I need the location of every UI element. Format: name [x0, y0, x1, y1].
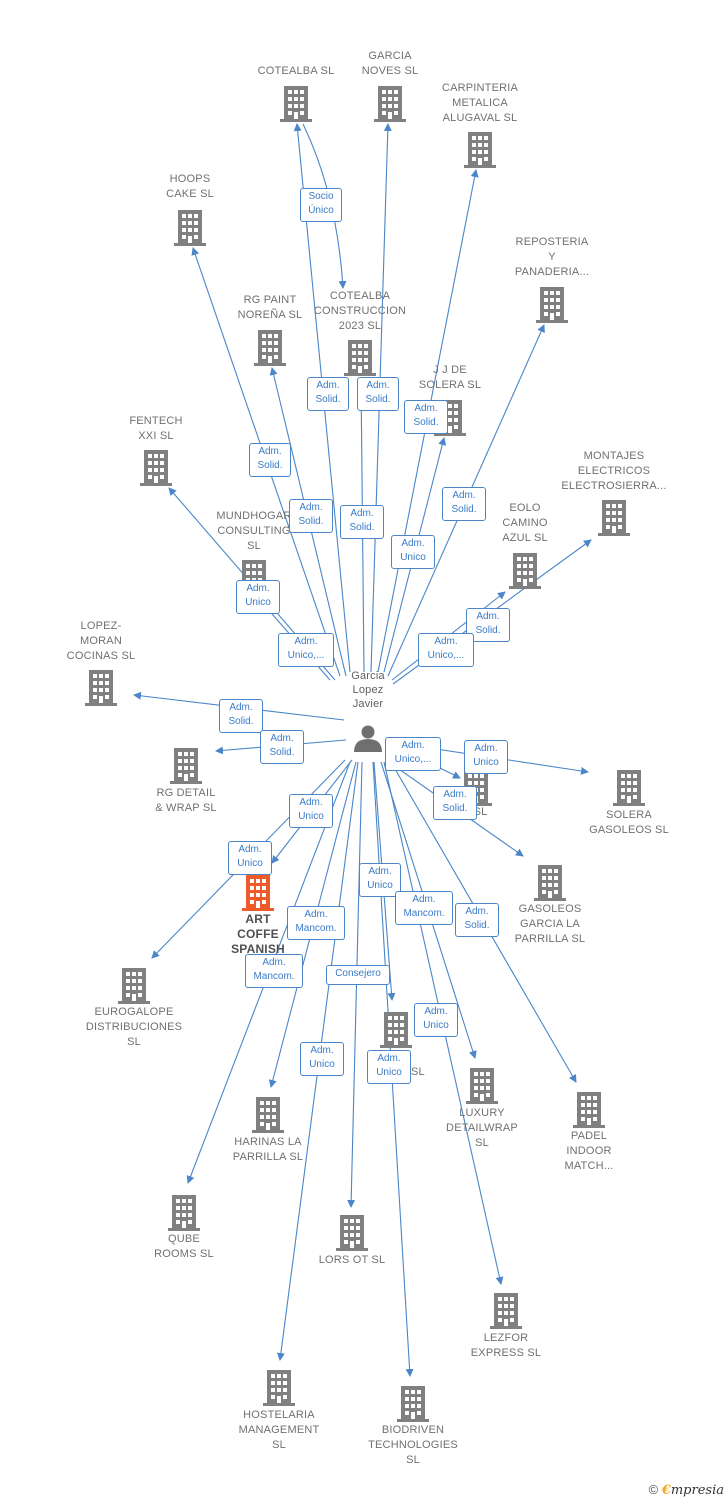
building-icon[interactable] — [397, 1386, 429, 1422]
copyright-symbol: © — [648, 1482, 659, 1497]
relation-label[interactable]: Adm. Unico — [391, 535, 435, 569]
building-icon[interactable] — [263, 1370, 295, 1406]
building-icon[interactable] — [118, 968, 150, 1004]
building-icon[interactable] — [344, 340, 376, 376]
node-label-solera-gasoleos[interactable]: SOLERA GASOLEOS SL — [589, 809, 669, 836]
relation-label[interactable]: Adm. Unico — [367, 1050, 411, 1084]
node-label-gasoleos-parrilla[interactable]: GASOLEOS GARCIA LA PARRILLA SL — [514, 903, 586, 945]
relation-label[interactable]: Adm. Solid. — [289, 499, 333, 533]
node-label-qube[interactable]: QUBE ROOMS SL — [154, 1233, 214, 1260]
node-label-jj-solera[interactable]: J J DE SOLERA SL — [418, 364, 482, 391]
node-label-cotealba2023[interactable]: COTEALBA CONSTRUCCION 2023 SL — [313, 290, 407, 332]
building-icon[interactable] — [254, 330, 286, 366]
building-icon[interactable] — [536, 287, 568, 323]
relation-label[interactable]: Adm. Unico — [359, 863, 401, 897]
relation-label[interactable]: Adm. Solid. — [249, 443, 291, 477]
relation-label[interactable]: Consejero — [326, 965, 390, 985]
building-icon[interactable] — [252, 1097, 284, 1133]
building-icon[interactable] — [374, 86, 406, 122]
node-label-mundhogar[interactable]: MUNDHOGAR CONSULTING SL — [216, 510, 292, 552]
relation-label[interactable]: Adm. Unico — [464, 740, 508, 774]
relation-label[interactable]: Adm. Solid. — [307, 377, 349, 411]
node-label-biodriven[interactable]: BIODRIVEN TECHNOLOGIES SL — [368, 1424, 458, 1466]
relation-label[interactable]: Adm. Unico — [236, 580, 280, 614]
building-icon[interactable] — [174, 210, 206, 246]
building-icon[interactable] — [613, 770, 645, 806]
footer: © €mpresia — [649, 1482, 724, 1498]
building-icon[interactable] — [509, 553, 541, 589]
building-icon[interactable] — [168, 1195, 200, 1231]
icons — [85, 86, 645, 1422]
node-label-carpinteria[interactable]: CARPINTERIA METALICA ALUGAVAL SL — [441, 82, 519, 124]
node-label-art-coffe[interactable]: ART COFFE SPANISH — [231, 912, 285, 956]
node-label-montajes[interactable]: MONTAJES ELECTRICOS ELECTROSIERRA... — [561, 450, 667, 492]
relation-label[interactable]: Adm. Solid. — [340, 505, 384, 539]
building-icon[interactable] — [170, 748, 202, 784]
relation-label[interactable]: Adm. Mancom. — [395, 891, 453, 925]
building-icon[interactable] — [280, 86, 312, 122]
node-label-eurogalope[interactable]: EUROGALOPE DISTRIBUCIONES SL — [85, 1006, 183, 1048]
relation-label[interactable]: Adm. Mancom. — [287, 906, 345, 940]
node-label-reposteria[interactable]: REPOSTERIA Y PANADERIA... — [514, 236, 590, 278]
building-icon[interactable] — [140, 450, 172, 486]
node-label-lopez-moran[interactable]: LOPEZ- MORAN COCINAS SL — [66, 620, 136, 662]
relation-label[interactable]: Adm. Solid. — [455, 903, 499, 937]
relation-label[interactable]: Adm. Solid. — [433, 786, 477, 820]
relation-label[interactable]: Adm. Unico — [300, 1042, 344, 1076]
relation-label[interactable]: Adm. Unico,... — [418, 633, 474, 667]
relation-label[interactable]: Adm. Mancom. — [245, 954, 303, 988]
building-icon[interactable] — [85, 670, 117, 706]
node-label-lezfor[interactable]: LEZFOR EXPRESS SL — [470, 1332, 542, 1359]
node-label-luxury[interactable]: LUXURY DETAILWRAP SL — [446, 1107, 518, 1149]
relation-label[interactable]: Adm. Unico — [414, 1003, 458, 1037]
building-icon[interactable] — [573, 1092, 605, 1128]
building-icon[interactable] — [490, 1293, 522, 1329]
node-label-eolo[interactable]: EOLO CAMINO AZUL SL — [502, 502, 548, 544]
person-icon[interactable] — [354, 725, 382, 753]
node-label-hostelaria[interactable]: HOSTELARIA MANAGEMENT SL — [238, 1409, 320, 1451]
node-label-cotealba[interactable]: COTEALBA SL — [257, 65, 335, 77]
relation-label[interactable]: Adm. Solid. — [442, 487, 486, 521]
relation-label[interactable]: Adm. Unico — [228, 841, 272, 875]
node-label-lors[interactable]: LORS OT SL — [318, 1254, 386, 1266]
building-icon[interactable] — [598, 500, 630, 536]
relation-label[interactable]: Adm. Solid. — [404, 400, 448, 434]
node-label-rg-paint[interactable]: RG PAINT NOREÑA SL — [237, 294, 303, 321]
relation-label[interactable]: Adm. Unico,... — [278, 633, 334, 667]
relation-label[interactable]: Adm. Solid. — [357, 377, 399, 411]
relation-label[interactable]: Adm. Unico — [289, 794, 333, 828]
relation-label[interactable]: Socio Único — [300, 188, 342, 222]
node-label-hoops[interactable]: HOOPS CAKE SL — [166, 173, 214, 200]
relation-label[interactable]: Adm. Solid. — [219, 699, 263, 733]
building-icon[interactable] — [534, 865, 566, 901]
relation-label[interactable]: Adm. Solid. — [260, 730, 304, 764]
building-icon[interactable] — [336, 1215, 368, 1251]
node-label-garcia-noves[interactable]: GARCIA NOVES SL — [361, 50, 419, 77]
relation-label[interactable]: Adm. Unico,... — [385, 737, 441, 771]
brand-logo: €mpresia — [661, 1483, 724, 1498]
node-label-padel[interactable]: PADEL INDOOR MATCH... — [564, 1130, 614, 1172]
building-icon[interactable] — [242, 875, 274, 911]
building-icon[interactable] — [466, 1068, 498, 1104]
node-label-rg-detail[interactable]: RG DETAIL & WRAP SL — [155, 787, 217, 814]
building-icon[interactable] — [380, 1012, 412, 1048]
node-label-fentech[interactable]: FENTECH XXI SL — [129, 415, 183, 442]
person-name[interactable]: Garcia Lopez Javier — [351, 670, 385, 710]
node-label-harinas[interactable]: HARINAS LA PARRILLA SL — [232, 1136, 304, 1163]
building-icon[interactable] — [464, 132, 496, 168]
